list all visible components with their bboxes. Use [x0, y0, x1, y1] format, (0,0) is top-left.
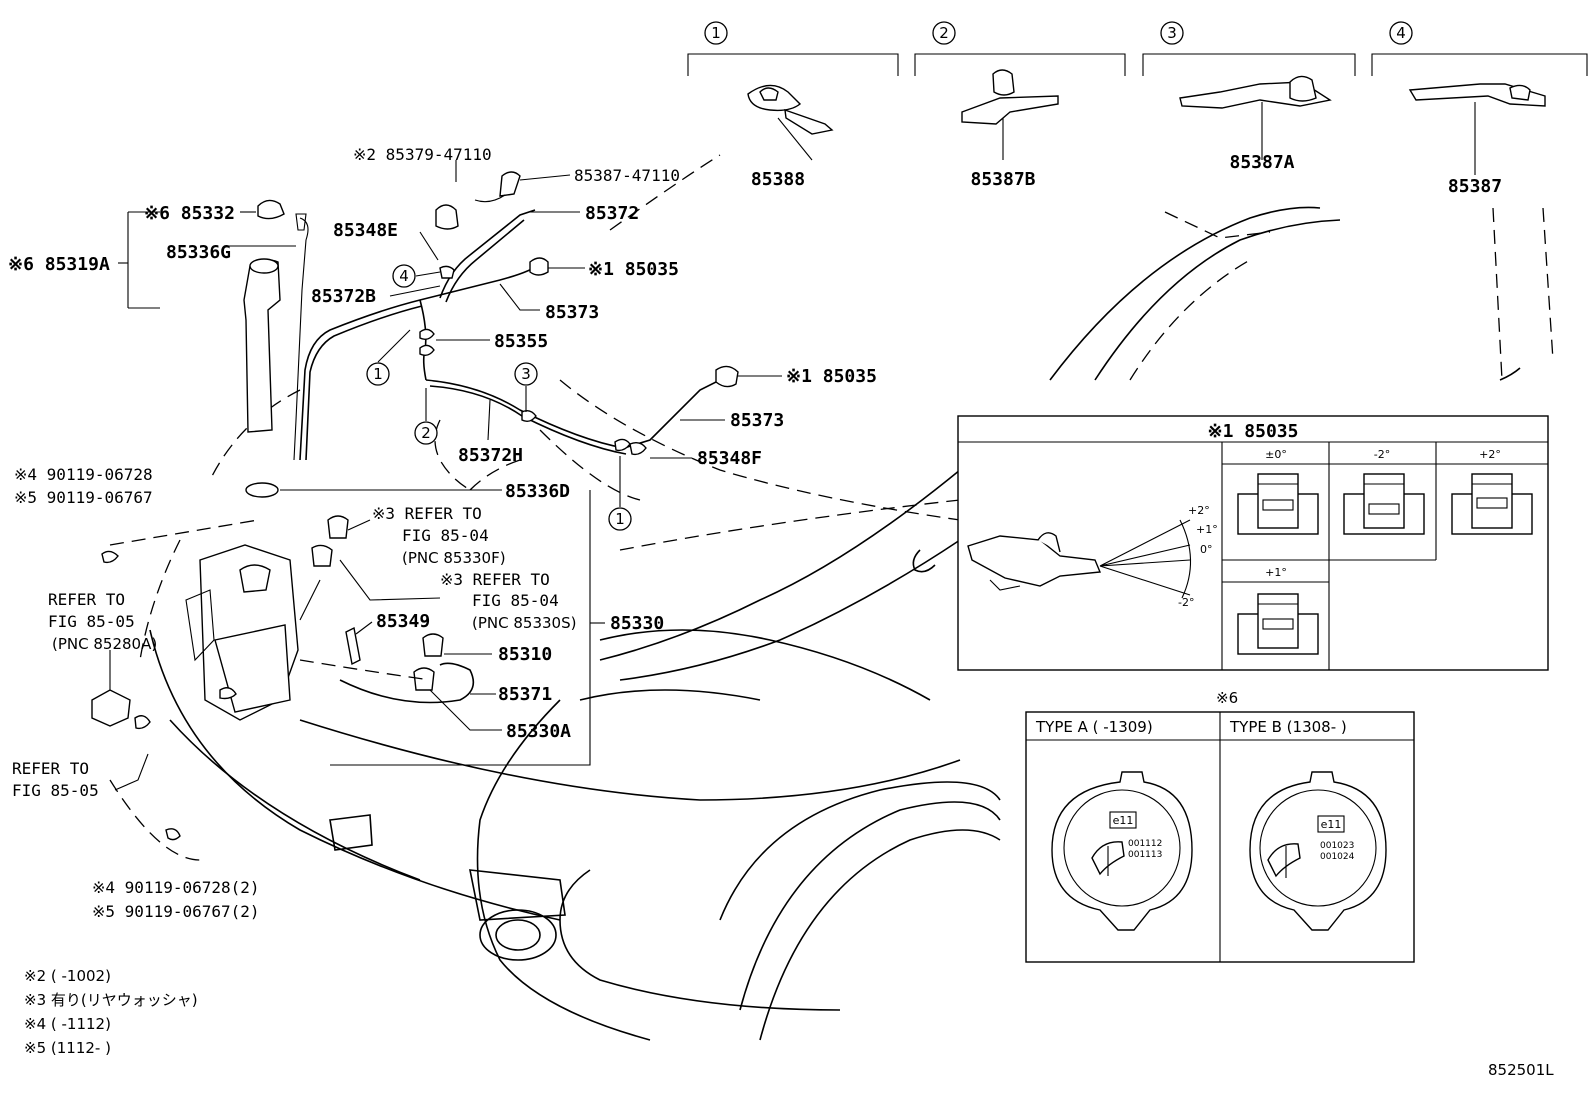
- label-ref-left1-2: FIG 85-05: [48, 612, 135, 631]
- header-ref-2-part: 85387B: [970, 169, 1035, 190]
- note-3: ※3 有り(リヤウォッシャ): [24, 991, 198, 1009]
- leader-lines: [347, 174, 782, 695]
- cap-type-a: e11 001112 001113: [1051, 771, 1193, 931]
- callout-labels: ※2 85379-47110 85387-47110 ※6 85332 8533…: [8, 145, 1554, 1079]
- label-ref3b-1: ※3 REFER TO: [440, 570, 550, 589]
- label-ref-left1-3: (PNC 85280A): [52, 635, 157, 653]
- header-ref-2: 2 85387B: [914, 21, 1126, 190]
- label-85319a: ※6 85319A: [8, 254, 110, 275]
- svg-text:4: 4: [399, 267, 409, 285]
- header-ref-3-num: 3: [1167, 24, 1177, 42]
- cap-a-code1: 001112: [1128, 839, 1162, 849]
- washer-reservoir: [91, 199, 502, 841]
- label-bolt-upper-4: ※4 90119-06728: [14, 465, 153, 484]
- angle-minus2: -2°: [1178, 596, 1194, 609]
- label-85348f: 85348F: [697, 448, 762, 469]
- label-85336d: 85336D: [505, 481, 570, 502]
- label-85336g: 85336G: [166, 242, 231, 263]
- angle-plus1: +1°: [1196, 523, 1218, 536]
- header-ref-1-part: 85388: [751, 169, 805, 190]
- inset-85035: ※1 85035 +2° +1° 0° -2° ±0° -2° +2° +1°: [957, 415, 1549, 671]
- notes: ※2 ( -1002) ※3 有り(リヤウォッシャ) ※4 ( -1112) ※…: [24, 967, 198, 1057]
- label-85348e: 85348E: [333, 220, 398, 241]
- label-85373-lower: 85373: [730, 410, 784, 431]
- note-4: ※4 ( -1112): [24, 1015, 111, 1033]
- label-ref-left1-1: REFER TO: [48, 590, 125, 609]
- label-85330: 85330: [610, 613, 664, 634]
- cap-b-code1: 001023: [1320, 841, 1354, 851]
- label-bolt-upper-5: ※5 90119-06767: [14, 488, 153, 507]
- svg-text:1: 1: [373, 365, 383, 383]
- panel-label-plus2: +2°: [1479, 448, 1501, 461]
- label-85349: 85349: [376, 611, 430, 632]
- note-5: ※5 (1112- ): [24, 1039, 111, 1057]
- cap-b-mark: e11: [1321, 818, 1342, 831]
- vehicle-outline: [109, 154, 1554, 1041]
- label-ref-left2-2: FIG 85-05: [12, 781, 99, 800]
- type-a-label: TYPE A ( -1309): [1035, 718, 1153, 736]
- header-ref-4: 4 85387: [1371, 21, 1588, 197]
- label-ref3a-3: (PNC 85330F): [402, 549, 506, 567]
- label-85035-lower: ※1 85035: [786, 366, 877, 387]
- cap-b-code2: 001024: [1320, 852, 1355, 862]
- panel-label-plus1: +1°: [1265, 566, 1287, 579]
- label-ref-left2-1: REFER TO: [12, 759, 89, 778]
- label-85332: ※6 85332: [144, 203, 235, 224]
- label-ref3b-3: (PNC 85330S): [472, 614, 576, 632]
- panel-nozzle-minus2: [1343, 473, 1425, 535]
- header-ref-1-num: 1: [711, 24, 721, 42]
- figure-code: 852501L: [1488, 1061, 1554, 1079]
- header-ref-4-part: 85387: [1448, 176, 1502, 197]
- inset-cap-title: ※6: [1216, 689, 1238, 707]
- label-ref3a-2: FIG 85-04: [402, 526, 489, 545]
- label-85372b: 85372B: [311, 286, 376, 307]
- inset-85035-title: ※1 85035: [1208, 421, 1299, 442]
- svg-text:3: 3: [521, 365, 531, 383]
- label-85371: 85371: [498, 684, 552, 705]
- header-ref-4-num: 4: [1396, 24, 1406, 42]
- label-ref3b-2: FIG 85-04: [472, 591, 559, 610]
- header-ref-3-part: 85387A: [1229, 152, 1294, 173]
- svg-text:2: 2: [421, 424, 431, 442]
- angle-plus2: +2°: [1188, 504, 1210, 517]
- label-85379: ※2 85379-47110: [353, 145, 492, 164]
- svg-text:1: 1: [615, 510, 625, 528]
- label-85373-upper: 85373: [545, 302, 599, 323]
- label-85387-47110: 85387-47110: [574, 166, 680, 185]
- panel-nozzle-plus2: [1451, 473, 1533, 535]
- label-ref3a-1: ※3 REFER TO: [372, 504, 482, 523]
- type-b-label: TYPE B (1308- ): [1229, 718, 1347, 736]
- label-85035-upper: ※1 85035: [588, 259, 679, 280]
- hose-refs: 1 4 3 2 1: [366, 264, 632, 531]
- angle-zero: 0°: [1200, 543, 1213, 556]
- header-ref-2-num: 2: [939, 24, 949, 42]
- label-85310: 85310: [498, 644, 552, 665]
- pumps: [299, 515, 502, 731]
- panel-label-minus2: -2°: [1374, 448, 1390, 461]
- label-bolt-lower-5: ※5 90119-06767(2): [92, 902, 260, 921]
- panel-label-0: ±0°: [1265, 448, 1287, 461]
- cap-a-mark: e11: [1113, 814, 1134, 827]
- group-85330-bracket: [330, 490, 591, 766]
- label-85330a: 85330A: [506, 721, 571, 742]
- label-85372h: 85372H: [458, 445, 523, 466]
- label-85372: 85372: [585, 203, 639, 224]
- inset-cap-types: ※6 TYPE A ( -1309) TYPE B (1308- ) e11 0…: [1025, 689, 1415, 963]
- header-ref-1: 1 85388: [687, 21, 899, 190]
- header-ref-3: 3 85387A: [1142, 21, 1356, 173]
- label-bolt-lower-4: ※4 90119-06728(2): [92, 878, 260, 897]
- panel-nozzle-0: [1237, 473, 1319, 535]
- cap-a-code2: 001113: [1128, 850, 1162, 860]
- cap-type-b: e11 001023 001024: [1249, 771, 1387, 931]
- panel-nozzle-plus1: [1237, 593, 1319, 655]
- hoses: [299, 160, 739, 501]
- note-2: ※2 ( -1002): [24, 967, 111, 985]
- label-85355: 85355: [494, 331, 548, 352]
